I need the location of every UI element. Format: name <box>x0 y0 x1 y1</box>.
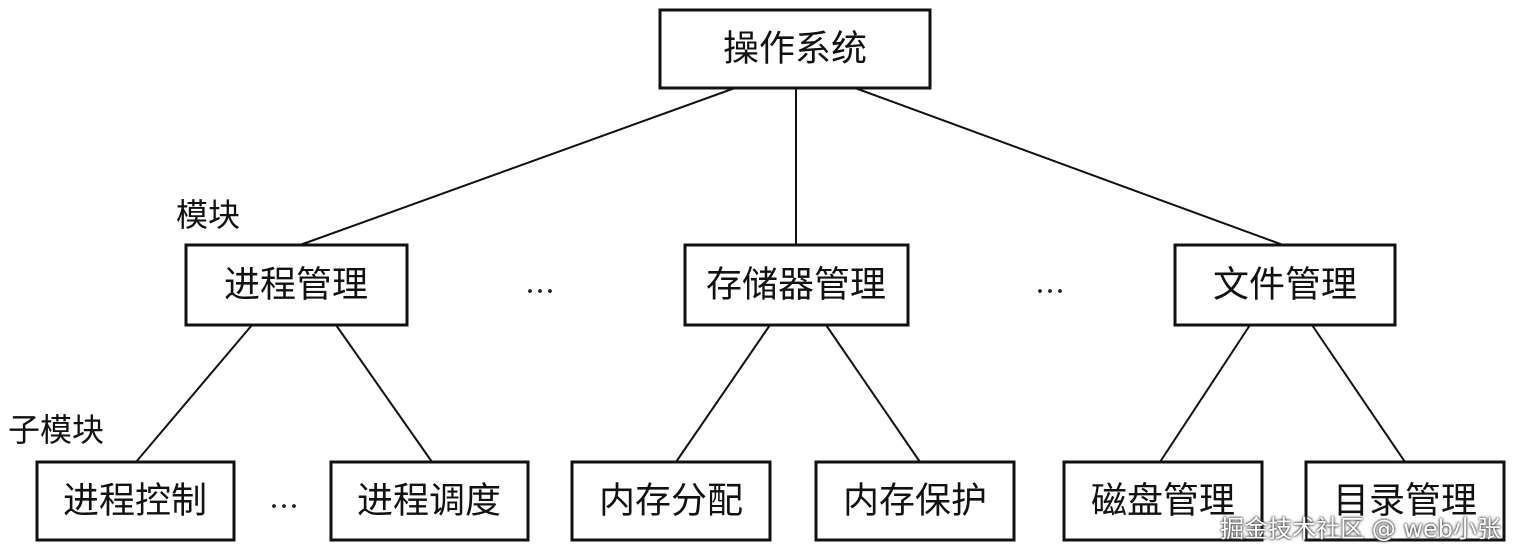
submodule-node-process-control: 进程控制 <box>35 460 236 542</box>
edge-process-control <box>135 324 253 463</box>
submodule-level-label: 子模块 <box>8 411 104 449</box>
submodule-label: 内存分配 <box>599 481 743 522</box>
watermark: 掘金技术社区 @ web小张 <box>1220 515 1501 543</box>
edge-memory-protection <box>825 324 921 463</box>
edge-memory-allocation <box>675 324 771 463</box>
edge-file-directory <box>1311 324 1406 463</box>
submodule-label: 磁盘管理 <box>1091 481 1235 522</box>
ellipsis-modules-2: … <box>1035 266 1065 301</box>
module-node-file: 文件管理 <box>1173 243 1397 327</box>
root-node: 操作系统 <box>658 8 932 90</box>
module-node-memory: 存储器管理 <box>683 243 910 327</box>
submodule-node-memory-protection: 内存保护 <box>814 460 1016 542</box>
module-level-label: 模块 <box>176 196 240 234</box>
edge-root-process <box>299 87 736 246</box>
submodule-label: 进程调度 <box>357 481 501 522</box>
module-node-process: 进程管理 <box>184 243 409 327</box>
submodule-node-directory: 目录管理 <box>1304 460 1506 542</box>
submodule-label: 内存保护 <box>843 481 987 522</box>
submodule-label: 目录管理 <box>1333 481 1477 522</box>
module-label: 文件管理 <box>1213 265 1357 306</box>
submodule-node-disk: 磁盘管理 <box>1062 460 1264 542</box>
edge-root-file <box>854 87 1284 246</box>
submodule-label: 进程控制 <box>63 481 207 522</box>
edge-process-scheduling <box>335 324 433 463</box>
module-label: 存储器管理 <box>706 265 886 306</box>
submodule-node-memory-allocation: 内存分配 <box>570 460 772 542</box>
edges <box>135 87 1406 463</box>
root-label: 操作系统 <box>723 29 867 70</box>
module-label: 进程管理 <box>224 265 368 306</box>
edge-file-disk <box>1159 324 1251 463</box>
submodule-node-process-scheduling: 进程调度 <box>329 460 530 542</box>
ellipsis-submodules: … <box>269 481 299 516</box>
ellipsis-modules-1: … <box>525 266 555 301</box>
